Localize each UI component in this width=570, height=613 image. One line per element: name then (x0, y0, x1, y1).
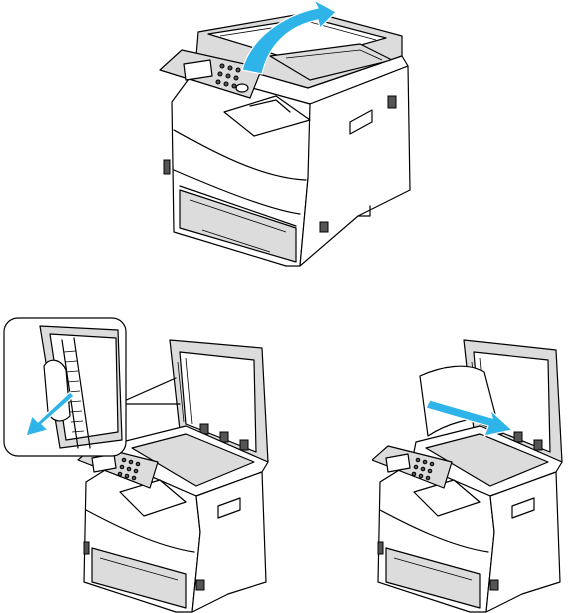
cloth-icon (44, 360, 70, 421)
magnifier-callout-icon (4, 318, 126, 456)
figure-raise-feeder (150, 0, 420, 268)
figure-clean-lid-pad (372, 332, 570, 613)
printer-icon (150, 0, 420, 268)
figure-clean-feeder-strip (0, 312, 290, 613)
printer-icon (372, 332, 570, 613)
printer-icon (0, 312, 290, 613)
